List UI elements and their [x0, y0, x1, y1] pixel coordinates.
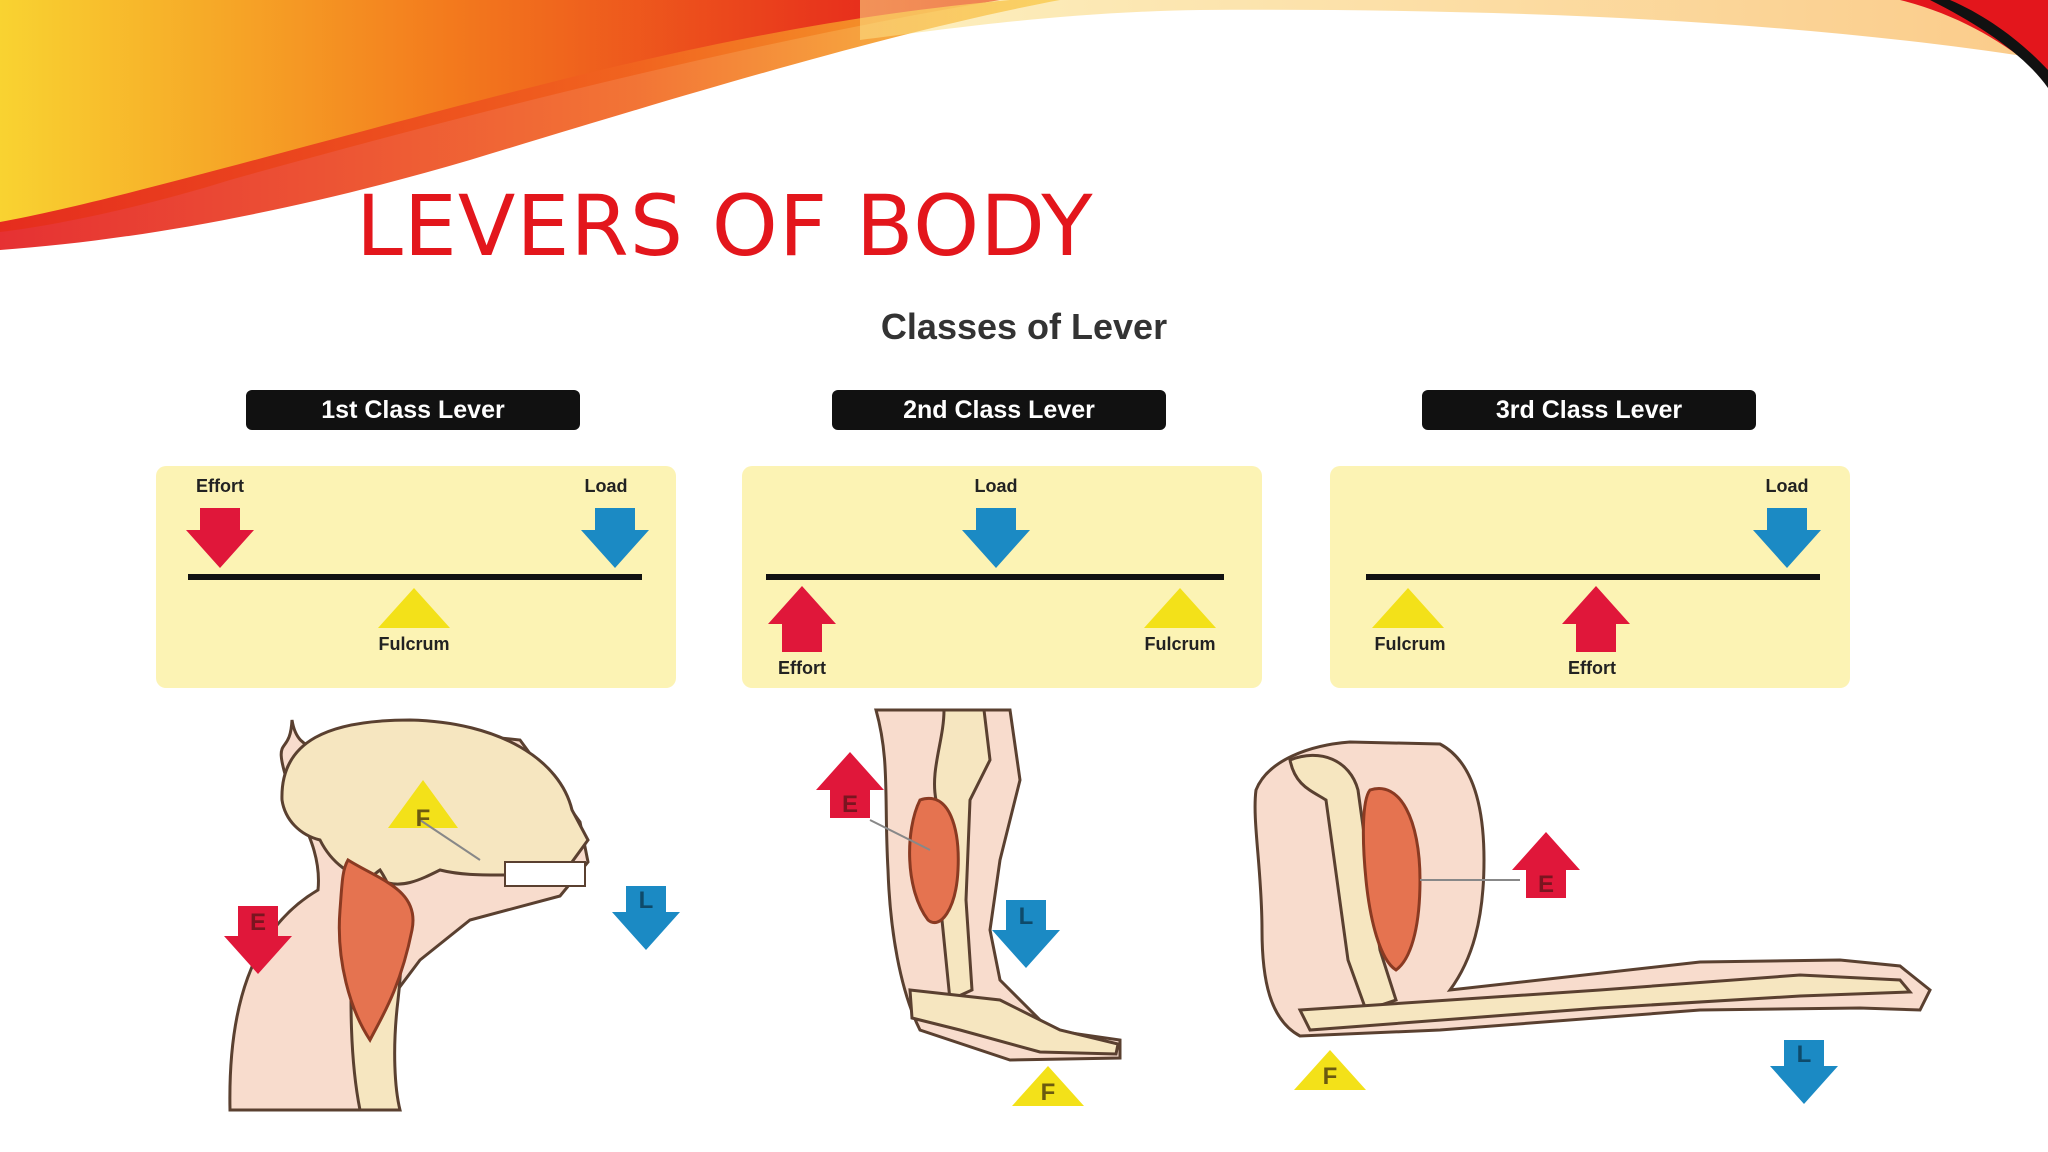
load-arrow-down [1753, 508, 1821, 568]
effort-marker: E [250, 909, 266, 936]
header-swoosh [0, 0, 2048, 250]
load-label: Load [1766, 476, 1809, 496]
second-class-lever-label: 2nd Class Lever [832, 390, 1166, 430]
lever-panel-2 [742, 466, 1262, 688]
fulcrum-label: Fulcrum [378, 634, 449, 654]
head-neck-illustration [224, 718, 680, 1112]
fulcrum-triangle [378, 588, 450, 628]
effort-label: Effort [1568, 658, 1616, 678]
effort-marker: E [842, 791, 858, 818]
slide-title: LEVERS OF BODY [356, 177, 1094, 275]
effort-marker: E [1538, 871, 1554, 898]
fulcrum-marker: F [1041, 1079, 1056, 1106]
lever-panel-3 [1330, 466, 1850, 688]
first-class-lever-label: 1st Class Lever [246, 390, 580, 430]
fulcrum-label: Fulcrum [1144, 634, 1215, 654]
load-label: Load [975, 476, 1018, 496]
arm-illustration [1253, 740, 1932, 1104]
third-class-lever-label: 3rd Class Lever [1422, 390, 1756, 430]
effort-arrow-up [768, 586, 836, 652]
load-marker: L [1797, 1041, 1812, 1068]
fulcrum-triangle [1144, 588, 1216, 628]
fulcrum-marker: F [1323, 1063, 1338, 1090]
effort-arrow-down [186, 508, 254, 568]
effort-label: Effort [196, 476, 244, 496]
load-arrow-down [962, 508, 1030, 568]
leg-foot-illustration [816, 708, 1122, 1106]
effort-arrow-up [1562, 586, 1630, 652]
fulcrum-label: Fulcrum [1374, 634, 1445, 654]
lever-panel-1 [156, 466, 676, 688]
fulcrum-marker: F [416, 805, 431, 832]
effort-label: Effort [778, 658, 826, 678]
fulcrum-triangle [1372, 588, 1444, 628]
load-label: Load [585, 476, 628, 496]
load-marker: L [639, 887, 654, 914]
load-arrow-down [581, 508, 649, 568]
diagram-title: Classes of Lever [880, 306, 1168, 347]
load-marker: L [1019, 903, 1034, 930]
